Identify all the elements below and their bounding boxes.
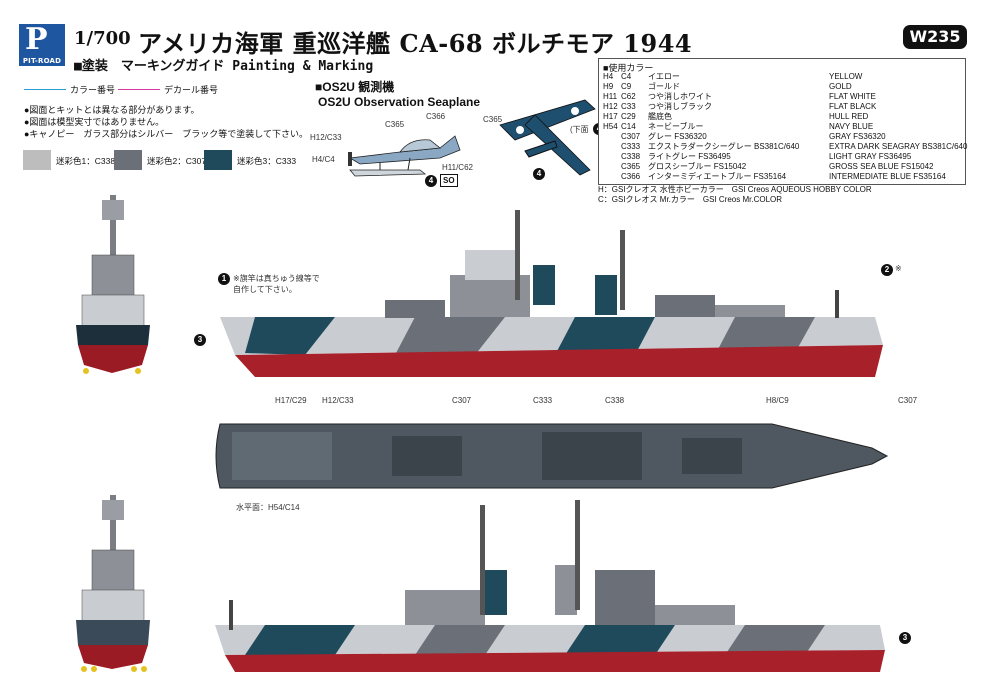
decal-marker-2: 2 <box>881 264 893 276</box>
decal-marker-3a: 3 <box>194 334 206 346</box>
bow-view-1 <box>76 195 150 374</box>
callout-underside: (下面 <box>570 125 589 134</box>
decal-marker-3b: 3 <box>899 632 911 644</box>
decal-so: SO <box>440 174 458 187</box>
label-c338: C338 <box>605 396 625 405</box>
swatch-c333 <box>204 150 232 170</box>
color-footer-h: H：GSIクレオス 水性ホビーカラー GSI Creos AQUEOUS HOB… <box>598 185 872 194</box>
logo-letter: P <box>25 22 48 57</box>
decal-marker-4c: 4 <box>533 168 545 180</box>
os2u-title-en: OS2U Observation Seaplane <box>318 95 481 109</box>
color-footer-c: C：GSIクレオス Mr.カラー GSI Creos Mr.COLOR <box>598 195 783 204</box>
legend-color-label: カラー番号 <box>70 85 116 95</box>
callout-c365-a: C365 <box>385 120 405 129</box>
scale-label: 1/700 <box>74 28 131 49</box>
callout-c365-b: C365 <box>483 115 503 124</box>
color-line-icon <box>24 89 66 90</box>
callout-h11c62: H11/C62 <box>442 163 473 172</box>
logo-sub: PIT-ROAD <box>22 57 62 65</box>
label-c307-b: C307 <box>898 396 918 405</box>
label-h17c29: H17/C29 <box>275 396 307 405</box>
callout-c366: C366 <box>426 112 446 121</box>
swatch-label-2: 迷彩色2：C307 <box>147 156 207 166</box>
swatch-c338 <box>23 150 51 170</box>
color-table-heading: ■使用カラー <box>603 63 654 73</box>
ship-profile-2 <box>215 500 885 672</box>
label-c333: C333 <box>533 396 553 405</box>
callout-h4c4: H4/C4 <box>312 155 335 164</box>
decal-line-icon <box>118 89 160 90</box>
swatch-label-3: 迷彩色3：C333 <box>237 156 297 166</box>
callout-h12c33: H12/C33 <box>310 133 342 142</box>
os2u-side-view <box>348 135 461 177</box>
ship-profile-1 <box>220 210 883 377</box>
os2u-title-jp: ■OS2U 観測機 <box>315 80 395 94</box>
swatch-label-1: 迷彩色1：C338 <box>56 156 116 166</box>
decal-marker-2-suffix: ※ <box>895 264 902 273</box>
note-1: ●図面とキットとは異なる部分があります。 <box>24 105 200 115</box>
product-code-badge: W235 <box>903 25 967 49</box>
notes: ●図面とキットとは異なる部分があります。 ●図面は模型実寸ではありません。 ●キ… <box>24 104 308 140</box>
label-h8c9: H8/C9 <box>766 396 789 405</box>
bow-view-2 <box>76 495 150 672</box>
swatch-c307 <box>114 150 142 170</box>
os2u-top-view <box>499 99 596 176</box>
page-title: アメリカ海軍 重巡洋艦 CA-68 ボルチモア 1944 <box>138 29 693 58</box>
legend-decal-label: デカール番号 <box>164 85 219 95</box>
label-h12c33: H12/C33 <box>322 396 354 405</box>
decal-marker-4a: 4 <box>425 175 437 187</box>
flagstaff-note: ※旗竿は真ちゅう線等で 自作して下さい。 <box>233 274 320 294</box>
note-3: ●キャノピー ガラス部分はシルバー ブラック等で塗装して下さい。 <box>24 129 308 139</box>
pit-road-logo: P PIT-ROAD <box>19 24 65 66</box>
deck-label: 水平面：H54/C14 <box>236 503 300 512</box>
label-c307-a: C307 <box>452 396 472 405</box>
decal-marker-1: 1 <box>218 273 230 285</box>
deck-plan <box>215 423 889 489</box>
note-2: ●図面は模型実寸ではありません。 <box>24 117 165 127</box>
subheading: ■塗装 マーキングガイド Painting & Marking <box>74 59 374 74</box>
